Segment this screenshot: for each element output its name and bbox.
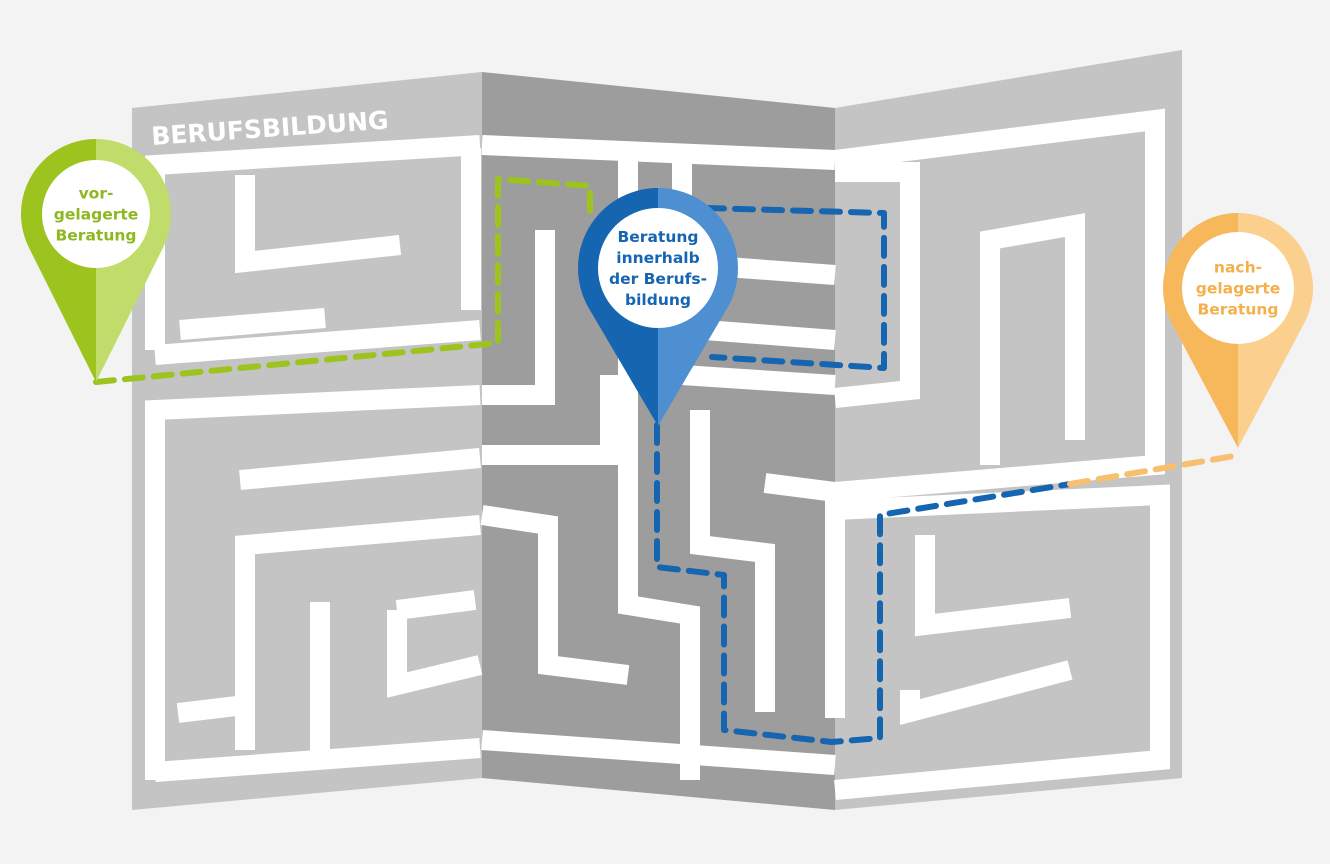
pin-label-line: Beratung [617, 228, 698, 246]
pin-label-circle [598, 208, 718, 328]
pin-label-line: gelagerte [54, 205, 139, 223]
pin-label-line: Beratung [55, 226, 136, 244]
map-panel-left [132, 72, 482, 810]
pin-label-line: bildung [625, 291, 691, 309]
maze-wall [705, 330, 835, 340]
maze-wall [178, 705, 245, 713]
maze-wall [180, 318, 325, 330]
pin-label-line: Beratung [1197, 300, 1278, 318]
maze-wall [397, 600, 475, 610]
pin-label-line: der Berufs- [609, 270, 707, 288]
pin-label-line: innerhalb [616, 249, 699, 267]
pin-label-line: gelagerte [1196, 279, 1281, 297]
pin-label-line: vor- [79, 184, 114, 202]
maze-wall [765, 483, 835, 492]
pin-label-line: nach- [1214, 258, 1262, 276]
